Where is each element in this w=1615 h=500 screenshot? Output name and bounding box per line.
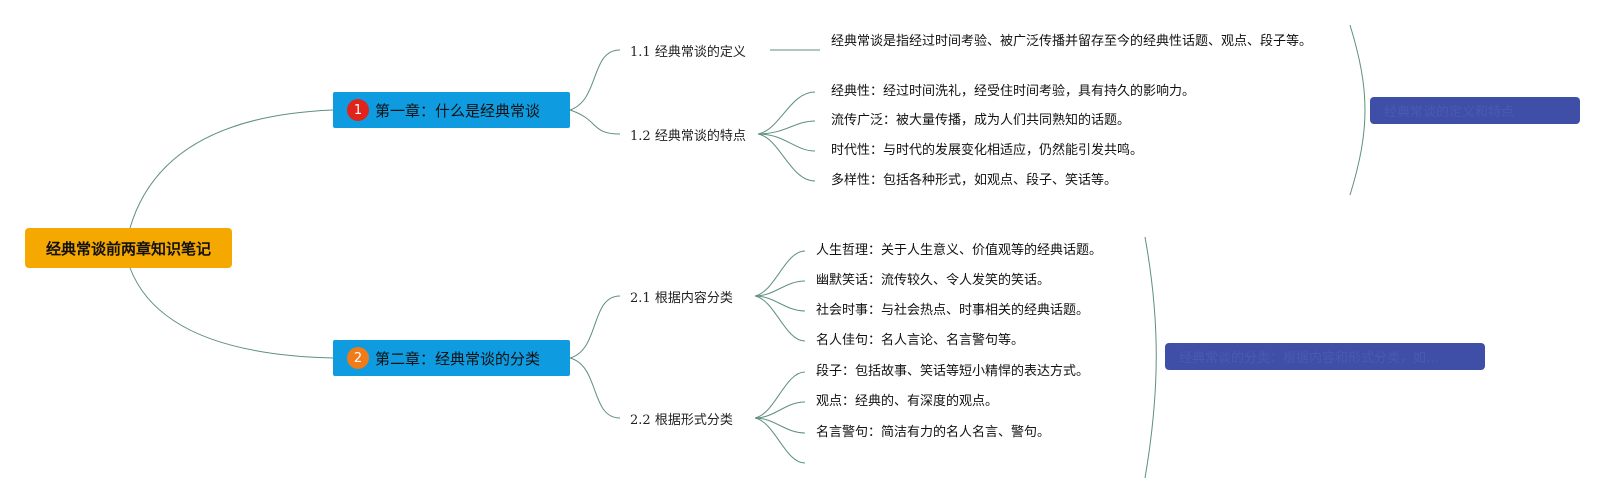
connector-s21-c4 [754, 295, 806, 342]
chapter-1-number-badge: 1 [347, 99, 369, 121]
brace-ch1-summary [1349, 24, 1366, 196]
chapter-2-title: 第二章：经典常谈的分类 [375, 349, 541, 368]
section-2-1[interactable]: 2.1 根据内容分类 [630, 287, 733, 306]
connector-s12-f1 [757, 91, 816, 135]
connector-s12-f2 [757, 120, 816, 135]
form-leaf-1[interactable]: 段子：包括故事、笑话等短小精悍的表达方式。 [816, 364, 1090, 379]
section-2-2-title: 根据形式分类 [654, 413, 733, 428]
connector-s22-f3 [754, 417, 806, 434]
content-leaf-1[interactable]: 人生哲理：关于人生意义、价值观等的经典话题。 [816, 243, 1103, 258]
chapter-1-summary[interactable]: 经典常谈的定义和特点 [1370, 97, 1580, 124]
root-topic[interactable]: 经典常谈前两章知识笔记 [25, 228, 232, 268]
section-1-2-title: 经典常谈的特点 [654, 129, 746, 144]
section-1-1-title: 经典常谈的定义 [654, 45, 746, 60]
brace-ch2-summary [1144, 236, 1157, 479]
connector-root-ch2 [129, 267, 334, 359]
content-leaf-4[interactable]: 名人佳句：名人言论、名言警句等。 [816, 333, 1025, 348]
section-1-1[interactable]: 1.1 经典常谈的定义 [630, 41, 746, 60]
definition-leaf[interactable]: 经典常谈是指经过时间考验、被广泛传播并留存至今的经典性话题、观点、段子等。 [831, 34, 1313, 49]
connector-root-ch1 [129, 109, 334, 229]
connector-s12-f4 [757, 133, 816, 182]
connector-s22-f2 [754, 401, 806, 419]
chapter-2-summary-text: 经典常谈的分类：根据内容和形式分类，如… [1179, 351, 1440, 366]
connector-s21-c3 [754, 295, 806, 312]
section-2-2[interactable]: 2.2 根据形式分类 [630, 409, 733, 428]
section-1-1-number: 1.1 [630, 45, 651, 60]
section-2-1-number: 2.1 [630, 291, 651, 306]
feature-leaf-2[interactable]: 流传广泛：被大量传播，成为人们共同熟知的话题。 [831, 113, 1131, 128]
chapter-1-topic[interactable]: 1 第一章：什么是经典常谈 [333, 92, 570, 128]
connector-ch2-s22 [569, 357, 621, 419]
section-2-1-title: 根据内容分类 [654, 291, 733, 306]
content-leaf-3[interactable]: 社会时事：与社会热点、时事相关的经典话题。 [816, 303, 1090, 318]
chapter-1-summary-text: 经典常谈的定义和特点 [1384, 105, 1515, 120]
chapter-2-summary[interactable]: 经典常谈的分类：根据内容和形式分类，如… [1165, 343, 1485, 370]
section-1-2-number: 1.2 [630, 129, 651, 144]
connector-s21-c1 [754, 250, 806, 297]
connector-s22-f4 [754, 417, 806, 464]
section-2-2-number: 2.2 [630, 413, 651, 428]
connector-s22-f1 [754, 371, 806, 419]
connector-ch1-s11 [569, 49, 621, 111]
form-leaf-2[interactable]: 观点：经典的、有深度的观点。 [816, 394, 999, 409]
connector-ch1-s12 [569, 109, 621, 135]
chapter-2-topic[interactable]: 2 第二章：经典常谈的分类 [333, 340, 570, 376]
chapter-1-title: 第一章：什么是经典常谈 [375, 101, 541, 120]
root-title: 经典常谈前两章知识笔记 [45, 239, 211, 258]
feature-leaf-4[interactable]: 多样性：包括各种形式，如观点、段子、笑话等。 [831, 173, 1118, 188]
feature-leaf-1[interactable]: 经典性：经过时间洗礼，经受住时间考验，具有持久的影响力。 [831, 84, 1196, 99]
content-leaf-2[interactable]: 幽默笑话：流传较久、令人发笑的笑话。 [816, 273, 1051, 288]
connector-s12-f3 [757, 133, 816, 152]
section-1-2[interactable]: 1.2 经典常谈的特点 [630, 125, 746, 144]
chapter-2-number-badge: 2 [347, 347, 369, 369]
connector-s21-c2 [754, 280, 806, 297]
connector-ch2-s21 [569, 295, 621, 359]
form-leaf-3[interactable]: 名言警句：简洁有力的名人名言、警句。 [816, 425, 1051, 440]
feature-leaf-3[interactable]: 时代性：与时代的发展变化相适应，仍然能引发共鸣。 [831, 143, 1144, 158]
